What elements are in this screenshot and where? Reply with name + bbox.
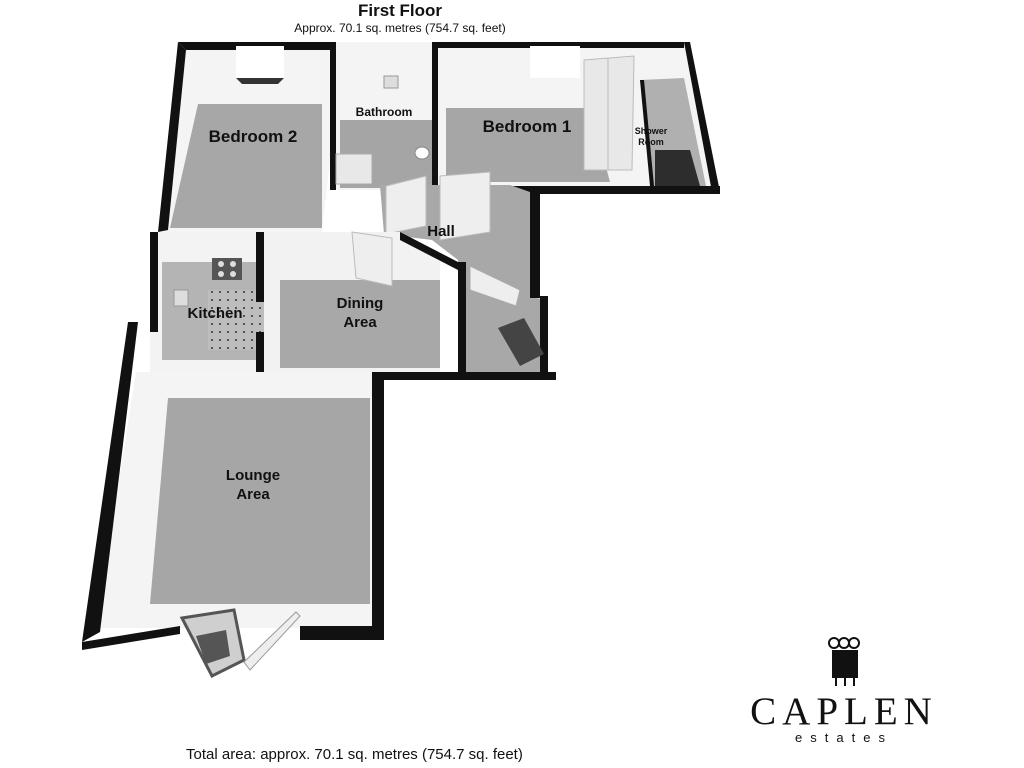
label-lounge-line2: Area xyxy=(236,486,270,503)
room-bedroom-2 xyxy=(158,42,330,232)
label-lounge-line1: Lounge xyxy=(226,467,280,484)
brand-logo: CAPLEN estates xyxy=(744,690,944,746)
room-lounge-area xyxy=(82,322,384,679)
label-dining-line2: Area xyxy=(343,314,377,331)
brand-name: CAPLEN xyxy=(750,690,938,733)
label-bedroom-2: Bedroom 2 xyxy=(209,127,298,146)
label-kitchen: Kitchen xyxy=(187,305,242,322)
room-shower-room xyxy=(640,78,706,186)
floor-title: First Floor xyxy=(357,1,443,20)
room-bathroom xyxy=(330,42,438,190)
label-shower-line2: Room xyxy=(638,137,664,147)
label-dining-line1: Dining xyxy=(337,295,384,312)
label-bedroom-1: Bedroom 1 xyxy=(483,117,572,136)
label-shower-line1: Shower xyxy=(635,126,668,136)
room-dining-area xyxy=(264,231,458,372)
label-bathroom: Bathroom xyxy=(356,105,413,119)
room-hall xyxy=(380,171,556,380)
label-hall: Hall xyxy=(427,223,455,240)
total-area: Total area: approx. 70.1 sq. metres (754… xyxy=(186,746,523,763)
brand-keys-icon xyxy=(828,637,860,686)
room-bedroom-1 xyxy=(438,42,720,194)
brand-tagline: estates xyxy=(795,730,893,745)
room-kitchen xyxy=(150,232,278,372)
floor-area-subtitle: Approx. 70.1 sq. metres (754.7 sq. feet) xyxy=(294,21,506,35)
